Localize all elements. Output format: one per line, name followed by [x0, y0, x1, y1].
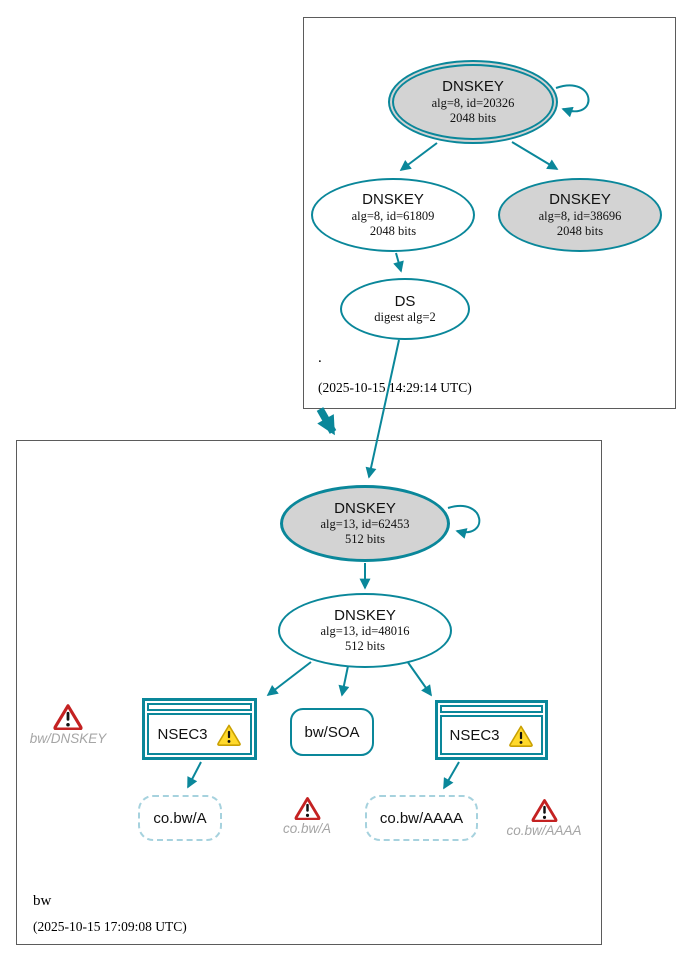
trust-anchor-ring: [392, 64, 554, 140]
node-detail: 512 bits: [345, 532, 385, 547]
node-label: NSEC3: [157, 725, 208, 743]
node-title: DNSKEY: [334, 606, 396, 624]
node-label: co.bw/A: [153, 809, 207, 827]
error-triangle-icon[interactable]: [531, 798, 558, 822]
node-title: DNSKEY: [442, 78, 504, 96]
error-triangle-icon[interactable]: [53, 703, 83, 730]
zone-name-bw: bw: [33, 893, 52, 909]
error-label: co.bw/AAAA: [506, 823, 582, 838]
error-marker-co-bw-aaaa[interactable]: co.bw/AAAA: [494, 798, 594, 838]
edge-root-zone-to-bw-zone: [316, 407, 337, 436]
warning-triangle-icon[interactable]: [508, 724, 534, 747]
node-label: co.bw/AAAA: [379, 809, 464, 827]
node-detail: 512 bits: [345, 639, 385, 654]
node-detail: alg=13, id=62453: [320, 517, 410, 532]
node-nsec3-right[interactable]: NSEC3: [435, 700, 548, 760]
node-co-bw-a[interactable]: co.bw/A: [138, 795, 222, 841]
node-detail: 2048 bits: [556, 223, 604, 238]
node-dnskey-root-key2[interactable]: DNSKEY alg=8, id=38696 2048 bits: [498, 178, 662, 252]
node-title: DS: [394, 292, 416, 310]
node-bw-soa[interactable]: bw/SOA: [290, 708, 374, 756]
nsec3-record-strip: [147, 703, 252, 711]
node-label: NSEC3: [449, 726, 500, 744]
node-detail: alg=8, id=20326: [431, 95, 515, 110]
node-dnskey-root-zsk[interactable]: DNSKEY alg=8, id=61809 2048 bits: [311, 178, 475, 252]
zone-timestamp-bw: (2025-10-15 17:09:08 UTC): [33, 919, 187, 934]
error-label: co.bw/A: [282, 821, 332, 836]
error-marker-bw-dnskey[interactable]: bw/DNSKEY: [20, 703, 116, 746]
zone-timestamp-root: (2025-10-15 14:29:14 UTC): [318, 380, 472, 395]
error-triangle-icon[interactable]: [294, 796, 321, 820]
node-label: bw/SOA: [304, 723, 360, 741]
node-detail: digest alg=2: [374, 310, 436, 325]
node-nsec3-left[interactable]: NSEC3: [142, 698, 257, 760]
nsec3-record-strip: [440, 705, 543, 713]
node-ds[interactable]: DS digest alg=2: [340, 278, 470, 340]
node-detail: alg=8, id=38696: [538, 208, 622, 223]
node-detail: 2048 bits: [449, 110, 497, 125]
node-detail: 2048 bits: [369, 223, 417, 238]
node-dnskey-root-ksk[interactable]: DNSKEY alg=8, id=20326 2048 bits: [388, 60, 558, 144]
node-detail: alg=8, id=61809: [351, 208, 435, 223]
node-co-bw-aaaa[interactable]: co.bw/AAAA: [365, 795, 478, 841]
zone-name-root: .: [318, 350, 322, 366]
node-dnskey-bw-ksk[interactable]: DNSKEY alg=13, id=62453 512 bits: [280, 485, 450, 562]
node-title: DNSKEY: [549, 191, 611, 209]
node-dnskey-bw-zsk[interactable]: DNSKEY alg=13, id=48016 512 bits: [278, 593, 452, 668]
node-title: DNSKEY: [334, 499, 396, 517]
node-title: DNSKEY: [362, 191, 424, 209]
error-marker-co-bw-a[interactable]: co.bw/A: [262, 796, 352, 836]
error-label: bw/DNSKEY: [29, 731, 107, 746]
warning-triangle-icon[interactable]: [216, 723, 242, 746]
node-detail: alg=13, id=48016: [320, 624, 410, 639]
